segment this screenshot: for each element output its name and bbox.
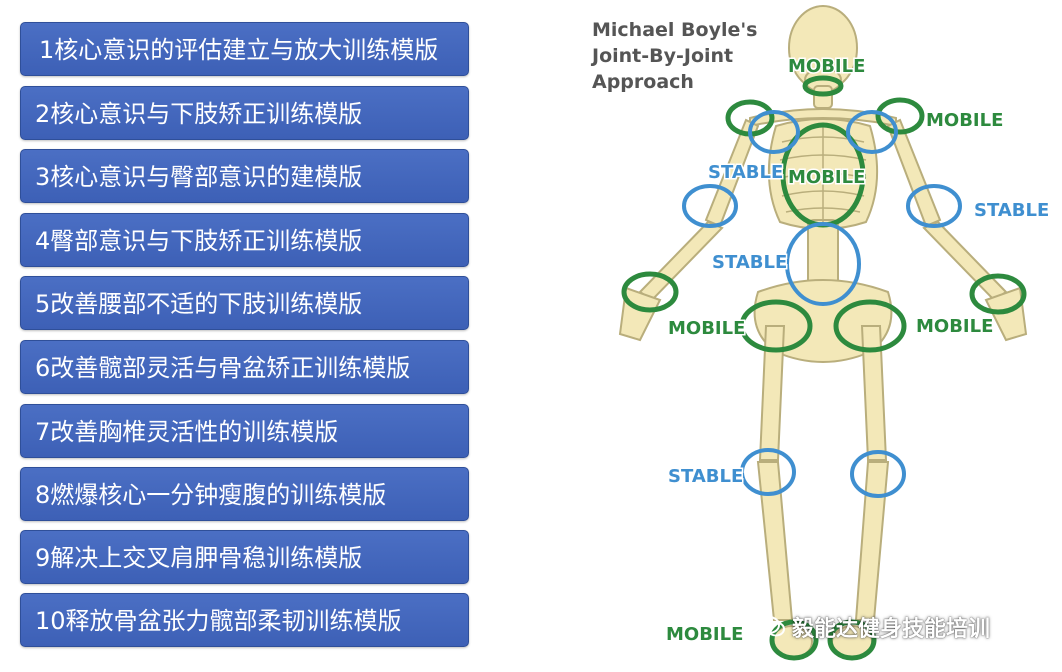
wechat-icon [758,615,786,639]
elbow-right-ring [906,184,962,228]
skeleton-figure: Michael Boyle's Joint-By-Joint Approach [590,5,1051,661]
stable-joint-rings [682,110,962,498]
label-shoulder: MOBILE [926,110,1003,131]
diagram-title-line-1: Michael Boyle's [592,19,758,41]
module-button-2[interactable]: 2核心意识与下肢矫正训练模版 [20,86,469,140]
module-button-4[interactable]: 4臀部意识与下肢矫正训练模版 [20,213,469,267]
watermark: 毅能达健身技能培训 [758,612,990,642]
label-lumbar: STABLE [712,252,787,273]
module-button-9[interactable]: 9解决上交叉肩胛骨稳训练模版 [20,530,469,584]
label-hip-right: MOBILE [916,316,993,337]
label-hip-left: MOBILE [668,318,745,339]
hip-right-ring [833,299,907,353]
watermark-text: 毅能达健身技能培训 [792,617,991,642]
label-thoracic: MOBILE [788,167,865,188]
lumbar-ring [785,222,861,306]
label-scapula: STABLE [708,162,783,183]
label-neck: MOBILE [788,56,865,77]
joint-by-joint-diagram: Michael Boyle's Joint-By-Joint Approach [570,0,1062,672]
label-elbow: STABLE [974,200,1049,221]
wrist-left-ring [621,271,679,313]
module-button-6[interactable]: 6改善髋部灵活与骨盆矫正训练模版 [20,340,469,394]
module-list: 1核心意识的评估建立与放大训练模版 2核心意识与下肢矫正训练模版 3核心意识与臀部意… [20,20,469,650]
module-button-10[interactable]: 10释放骨盆张力髋部柔韧训练模版 [20,593,469,647]
module-button-1[interactable]: 1核心意识的评估建立与放大训练模版 [20,22,469,76]
mobile-joint-rings [621,75,1027,661]
diagram-title-line-3: Approach [592,71,694,93]
shoulder-right-ring [875,97,925,135]
module-button-8[interactable]: 8燃爆核心一分钟瘦腹的训练模版 [20,467,469,521]
ankle-right-ring [827,619,877,661]
diagram-title-line-2: Joint-By-Joint [590,45,733,67]
scapula-left-ring [748,110,800,154]
wrist-right-ring [969,273,1027,315]
hip-left-ring [739,299,813,353]
neck-ring [802,75,844,97]
module-button-7[interactable]: 7改善胸椎灵活性的训练模版 [20,404,469,458]
knee-right-ring [850,450,906,498]
elbow-left-ring [682,184,738,228]
module-button-3[interactable]: 3核心意识与臀部意识的建模版 [20,149,469,203]
label-knee: STABLE [668,466,743,487]
module-button-5[interactable]: 5改善腰部不适的下肢训练模版 [20,276,469,330]
knee-left-ring [740,448,796,496]
scapula-right-ring [846,110,898,154]
ankle-left-ring [769,619,819,661]
label-ankle: MOBILE [666,624,743,645]
